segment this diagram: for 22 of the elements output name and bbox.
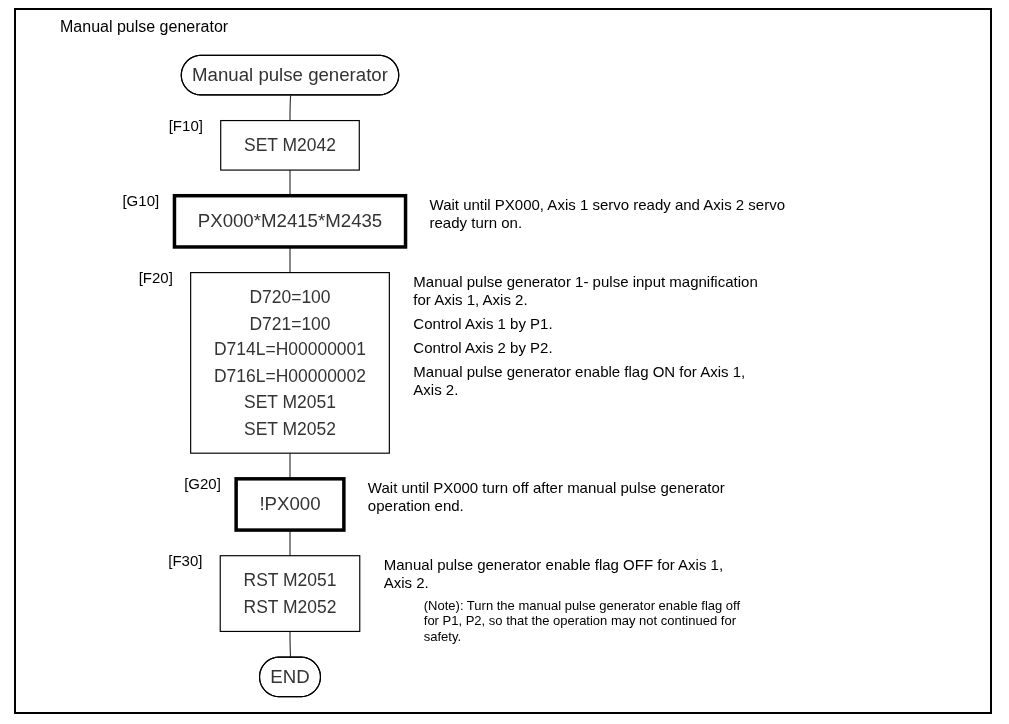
connector [289, 630, 292, 659]
step-label: [G20] [184, 474, 221, 493]
node-box: !PX000 [234, 477, 346, 532]
comment-text: Control Axis 2 by P2. [413, 338, 554, 357]
step-label: [F20] [138, 268, 173, 287]
connector [289, 246, 291, 274]
node-box: RST M2051 RST M2052 [219, 555, 361, 633]
comment-text: Manual pulse generator enable flag OFF for Axis 1, Axis 2. [383, 555, 725, 592]
comment-text: Wait until PX000, Axis 1 servo ready and Axis 2 servo ready turn on. [429, 195, 786, 232]
comment-text: Manual pulse generator 1- pulse input magnification for Axis 1, Axis 2. [413, 272, 759, 309]
step-label: [G10] [122, 191, 160, 210]
step-label: [F30] [168, 551, 203, 570]
step-label: [F10] [168, 116, 203, 135]
comment-text: Manual pulse generator enable flag ON for Axis 1, Axis 2. [413, 362, 747, 399]
comment-text: Control Axis 1 by P1. [413, 314, 554, 333]
comment-text: Wait until PX000 turn off after manual pulse generator operation end. [367, 478, 726, 515]
note-text: (Note): Turn the manual pulse generator enable flag off for P1, P2, so that the operation may not continued for safety. [422, 597, 742, 645]
title: Manual pulse generator [60, 18, 229, 36]
node-box: D720=100 D721=100 D714L=H00000001 D716L=H00000002 SET M2051 SET M2052 [190, 272, 390, 454]
node-box: SET M2042 [220, 119, 360, 171]
connector [289, 94, 292, 122]
node-box: PX000*M2415*M2435 [172, 193, 408, 249]
